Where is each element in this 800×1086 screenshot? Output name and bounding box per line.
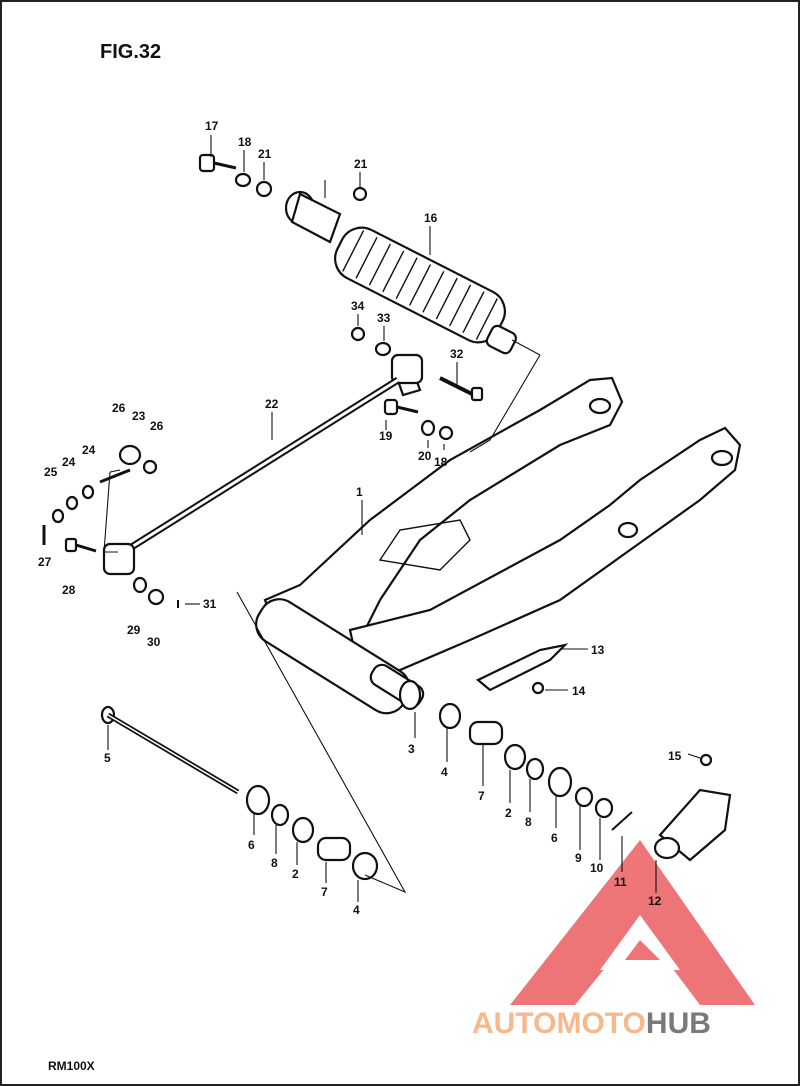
callout-25: 25 [44,465,58,479]
callout-10: 10 [590,861,604,875]
callout-26: 26 [150,419,164,433]
callout-8: 8 [525,815,532,829]
callout-4: 4 [441,765,448,779]
watermark-logo [510,840,755,1005]
callout-29: 29 [127,623,141,637]
callout-19: 19 [379,429,393,443]
callout-22: 22 [265,397,279,411]
callout-33: 33 [377,311,391,325]
callout-21: 21 [258,147,272,161]
callout-34: 34 [351,299,365,313]
callout-20: 20 [418,449,432,463]
callout-26: 26 [112,401,126,415]
callout-1: 1 [356,485,363,499]
watermark-text: AUTOMOTOHUB [472,1007,711,1040]
callout-18: 18 [238,135,252,149]
callout-6: 6 [551,831,558,845]
callout-7: 7 [478,789,485,803]
callout-8: 8 [271,856,278,870]
callout-18: 18 [434,455,448,469]
callout-6: 6 [248,838,255,852]
callout-16: 16 [424,211,438,225]
callout-21: 21 [354,157,368,171]
callout-13: 13 [591,643,605,657]
callout-23: 23 [132,409,146,423]
callout-31: 31 [203,597,217,611]
callout-17: 17 [205,119,219,133]
swing-arm [255,376,742,715]
figure-title: FIG.32 [100,41,161,63]
callout-14: 14 [572,684,586,698]
model-code: RM100X [48,1059,95,1073]
callout-2: 2 [292,867,299,881]
callout-7: 7 [321,885,328,899]
callout-11: 11 [614,875,627,889]
callout-27: 27 [38,555,52,569]
callout-3: 3 [408,742,415,756]
callout-5: 5 [104,751,111,765]
leader-lines [103,135,701,902]
rear-shock-absorber [284,190,517,355]
callout-4: 4 [353,903,360,917]
callout-24: 24 [62,455,76,469]
callout-labels: 17 18 21 21 16 34 33 32 22 19 20 18 1 26… [38,119,682,917]
callout-15: 15 [668,749,682,763]
callout-9: 9 [575,851,582,865]
hardware [42,153,732,881]
callout-2: 2 [505,806,512,820]
callout-28: 28 [62,583,76,597]
callout-24: 24 [82,443,96,457]
callout-32: 32 [450,347,464,361]
callout-12: 12 [648,894,662,908]
callout-30: 30 [147,635,161,649]
torque-rod [102,353,424,576]
